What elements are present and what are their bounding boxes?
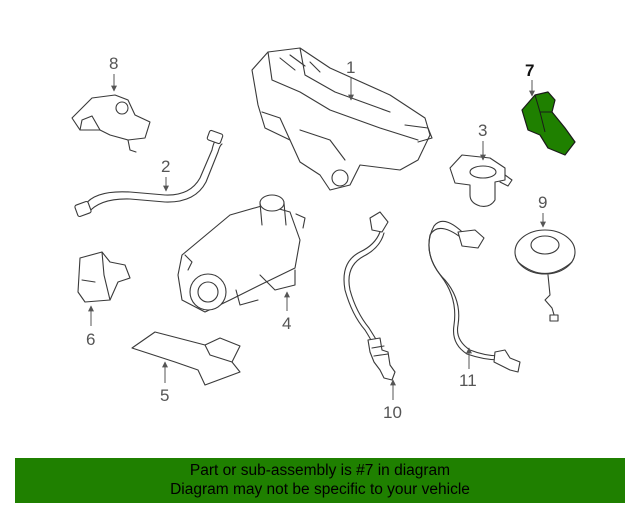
part-11-oxygen-sensor[interactable] bbox=[428, 220, 521, 373]
part-4-purge-valve[interactable] bbox=[177, 194, 306, 313]
part-2-hose[interactable] bbox=[74, 129, 224, 218]
part-3-valve[interactable] bbox=[449, 154, 513, 207]
part-5-bracket[interactable] bbox=[131, 331, 241, 386]
callout-8: 8 bbox=[109, 54, 118, 73]
callout-9: 9 bbox=[538, 193, 547, 212]
banner-line-1: Part or sub-assembly is #7 in diagram bbox=[189, 462, 451, 479]
callout-4: 4 bbox=[282, 314, 291, 333]
callout-3: 3 bbox=[478, 121, 487, 140]
callout-1: 1 bbox=[346, 58, 355, 77]
parts-diagram: 1 2 3 4 5 6 bbox=[71, 47, 576, 422]
part-8-sensor[interactable] bbox=[71, 94, 151, 153]
part-7-sensor-highlighted[interactable] bbox=[521, 91, 576, 156]
part-6-sensor[interactable] bbox=[77, 251, 131, 303]
info-banner: Part or sub-assembly is #7 in diagram Di… bbox=[15, 458, 625, 503]
callout-11: 11 bbox=[459, 371, 477, 390]
callout-7: 7 bbox=[525, 61, 534, 80]
callout-6: 6 bbox=[86, 330, 95, 349]
part-10-oxygen-sensor[interactable] bbox=[343, 211, 396, 381]
callout-2: 2 bbox=[161, 157, 170, 176]
part-9-cap[interactable] bbox=[514, 229, 576, 322]
part-1-canister[interactable] bbox=[251, 47, 433, 191]
callout-10: 10 bbox=[383, 403, 402, 422]
banner-line-2: Diagram may not be specific to your vehi… bbox=[170, 481, 470, 498]
callout-5: 5 bbox=[160, 386, 169, 405]
